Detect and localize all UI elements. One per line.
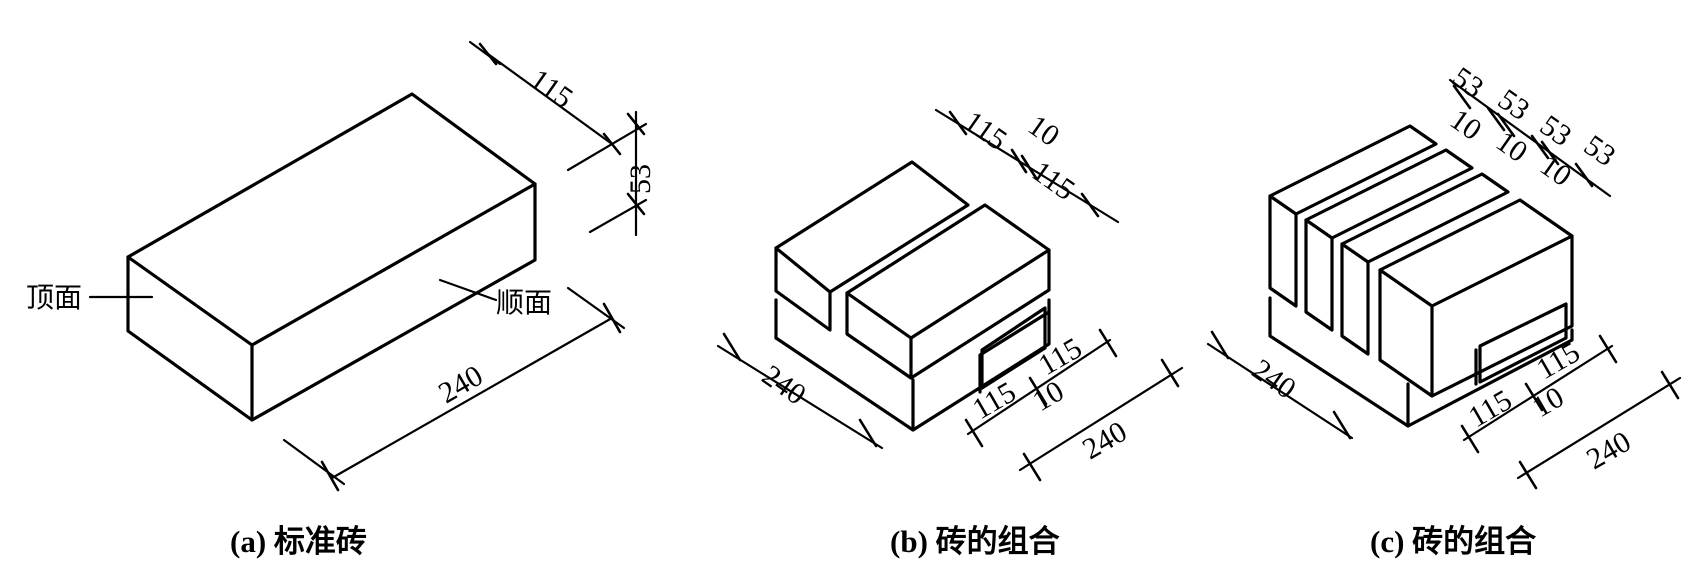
tick-combo-c-top-6 [1574, 162, 1594, 188]
tick-combo-c-top-4 [1530, 134, 1550, 160]
dim-label-combo-b-top-left: 115 [958, 105, 1013, 157]
tick-combo-c-bottom-2 [1524, 382, 1544, 412]
tick-115-a-left [478, 42, 498, 66]
tick-combo-b-left-240-a [722, 332, 742, 362]
tick-combo-b-left-240-b [858, 418, 878, 448]
tick-53-a-bottom [626, 192, 646, 216]
top-face-label: 顶面 [26, 281, 82, 314]
caption-c: (c) 砖的组合 [1370, 524, 1536, 559]
dim-line-combo-c-left-240 [1206, 342, 1354, 440]
tick-combo-b-bottom-1 [964, 418, 984, 448]
combo-c-standing-brick-3 [1340, 172, 1510, 356]
dim-line-combo-c-bottom [1462, 344, 1614, 442]
tick-240-a-left [320, 460, 340, 492]
tick-combo-c-top-5 [1540, 140, 1560, 166]
combo-b-upper-right-brick [845, 203, 1051, 380]
combo-b-lower-course [774, 298, 1051, 432]
standard-brick-outline [126, 182, 537, 422]
dim-label-240-a: 240 [433, 359, 488, 410]
caption-b: (b) 砖的组合 [890, 524, 1060, 559]
tick-combo-c-bottom-3 [1598, 334, 1618, 364]
dim-label-combo-b-top-joint: 10 [1022, 109, 1066, 153]
combo-c-standing-brick-1 [1268, 124, 1438, 308]
dim-label-combo-c-top-10-2: 10 [1490, 125, 1534, 169]
brick-combination-b-figure: 115 10 115 240 115 115 10 240 [716, 105, 1184, 482]
dim-label-combo-c-bottom-total: 240 [1581, 425, 1636, 476]
dim-label-combo-c-top-53-4: 53 [1578, 129, 1622, 173]
combo-b-lower-right-brick [980, 306, 1047, 390]
dim-line-combo-c-top [1448, 78, 1612, 198]
combo-c-standing-brick-2 [1304, 148, 1474, 332]
side-face-label: 顺面 [496, 286, 552, 319]
side-face-leader [438, 278, 498, 302]
dim-label-combo-c-length: 240 [1246, 353, 1302, 406]
tick-combo-b-bottom-4 [1022, 452, 1042, 482]
ext-line-240-a-left [282, 438, 346, 486]
standard-brick-figure: 115 53 240 顶面 顺面 [26, 40, 657, 492]
dim-line-combo-b-bottom-240 [1018, 366, 1184, 472]
combo-b-upper-left-brick [774, 160, 970, 332]
tick-53-a-top [626, 112, 646, 136]
tick-240-a-right [602, 302, 622, 334]
tick-combo-b-top-2 [1010, 148, 1028, 174]
tick-combo-c-left-240-a [1210, 330, 1230, 360]
tick-combo-c-bottom-4 [1518, 460, 1538, 490]
tick-combo-b-bottom-5 [1160, 358, 1180, 388]
tick-combo-b-top-3 [1020, 154, 1038, 180]
dim-label-combo-b-length: 240 [756, 359, 812, 412]
dim-label-115-a: 115 [524, 63, 579, 115]
dim-label-combo-c-bottom-joint: 10 [1527, 380, 1569, 424]
tick-combo-c-left-240-b [1332, 410, 1352, 440]
tick-combo-b-top-4 [1080, 192, 1100, 218]
tick-combo-b-bottom-3 [1098, 328, 1118, 358]
caption-a: (a) 标准砖 [230, 524, 367, 559]
tick-combo-c-top-1 [1452, 84, 1472, 110]
combo-c-lower-course [1268, 296, 1574, 428]
dim-line-combo-b-left-240 [716, 344, 884, 450]
dim-label-combo-b-bottom-right: 115 [1033, 332, 1088, 383]
combo-c-standing-brick-4 [1378, 198, 1574, 398]
dim-line-combo-c-bottom-240 [1516, 376, 1682, 480]
tick-combo-c-top-3 [1496, 112, 1516, 138]
tick-combo-c-bottom-1 [1460, 424, 1480, 454]
tick-combo-c-top-2 [1486, 106, 1506, 132]
dim-label-combo-c-top-53-1: 53 [1446, 61, 1490, 105]
dim-label-combo-c-top-10-1: 10 [1444, 103, 1488, 147]
dim-line-115-a [486, 52, 614, 146]
tick-combo-b-top-1 [948, 110, 968, 136]
ext-line-53-a-top [566, 122, 648, 172]
brick-combination-c-figure: 53 53 53 53 10 10 10 240 115 115 10 240 [1206, 61, 1682, 490]
dim-label-combo-b-bottom-total: 240 [1077, 415, 1132, 466]
tick-combo-c-bottom-5 [1660, 370, 1680, 400]
dim-label-combo-b-bottom-left: 115 [967, 376, 1022, 427]
dim-label-combo-b-top-right: 115 [1026, 155, 1081, 207]
dim-label-combo-c-top-10-3: 10 [1534, 149, 1578, 193]
dim-line-combo-b-bottom [966, 338, 1112, 436]
ext-line-115-a-left [468, 40, 502, 66]
standard-brick-top-face [126, 92, 537, 347]
combo-c-lower-right-brick [1478, 302, 1568, 384]
tick-combo-b-bottom-2 [1028, 376, 1048, 406]
dim-label-53-a: 53 [624, 164, 657, 194]
dim-line-240-a [330, 316, 614, 480]
